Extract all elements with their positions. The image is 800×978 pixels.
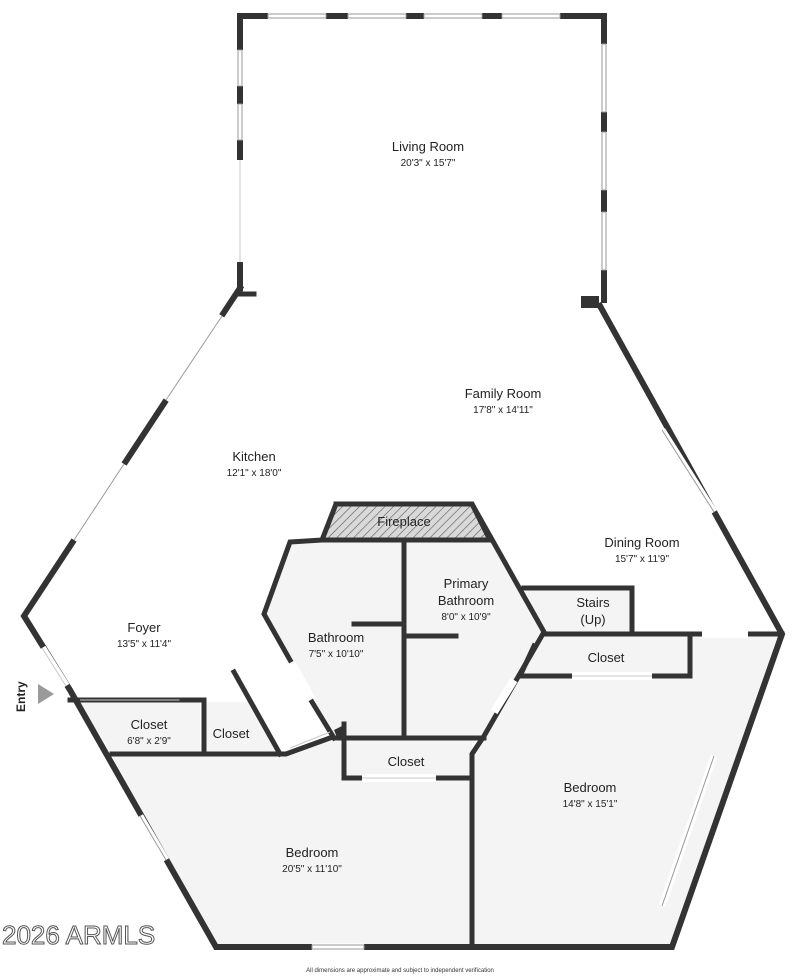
primary-bath-door-gap bbox=[490, 677, 518, 715]
bedroom-left-floor bbox=[112, 740, 472, 947]
room-dims: 12'1" x 18'0" bbox=[227, 468, 282, 479]
bath-corner-post bbox=[334, 724, 346, 740]
room-kitchen: Kitchen 12'1" x 18'0" bbox=[227, 449, 282, 479]
room-name-line1: Primary bbox=[444, 576, 489, 591]
watermark: 2026 ARMLS bbox=[2, 920, 155, 950]
room-bathroom: Bathroom 7'5" x 10'10" bbox=[308, 630, 364, 660]
entry-door-line bbox=[41, 647, 67, 687]
closet-foyer-floor bbox=[78, 702, 200, 754]
living-room-post-right bbox=[581, 296, 599, 308]
entry-arrow-icon bbox=[38, 684, 54, 704]
closet-center-floor bbox=[345, 740, 472, 778]
room-dims: 13'5" x 11'4" bbox=[117, 639, 172, 650]
room-dims: 17'8" x 14'11" bbox=[473, 405, 533, 416]
closet-right-label: Closet bbox=[588, 650, 625, 665]
room-dims: 20'5" x 11'10" bbox=[282, 864, 342, 875]
room-name: Foyer bbox=[127, 620, 161, 635]
room-family-room: Family Room 17'8" x 14'11" bbox=[465, 386, 542, 416]
living-room-nook-left bbox=[237, 259, 257, 297]
stairs-walls bbox=[521, 585, 635, 635]
closet-right-floor bbox=[522, 636, 688, 676]
closet-small-label: Closet bbox=[213, 726, 250, 741]
room-dining-room: Dining Room 15'7" x 11'9" bbox=[604, 535, 679, 565]
bath-door-gap bbox=[288, 662, 316, 702]
room-name-line2: Bathroom bbox=[438, 593, 494, 608]
stairs-label-line2: (Up) bbox=[580, 612, 605, 627]
room-bedroom-left: Bedroom 20'5" x 11'10" bbox=[282, 845, 342, 875]
closet-center-label: Closet bbox=[388, 754, 425, 769]
windows-diagonal bbox=[71, 314, 718, 951]
room-dims: 8'0" x 10'9" bbox=[441, 612, 491, 623]
room-name: Closet bbox=[131, 717, 168, 732]
room-primary-bathroom: Primary Bathroom 8'0" x 10'9" bbox=[438, 576, 494, 623]
windows-living-right bbox=[600, 43, 608, 271]
foyer-south-wall bbox=[109, 734, 334, 757]
room-name: Bedroom bbox=[286, 845, 339, 860]
room-name: Bedroom bbox=[564, 780, 617, 795]
room-name: Kitchen bbox=[232, 449, 275, 464]
disclaimer-footer: All dimensions are approximate and subje… bbox=[306, 968, 494, 974]
room-name: Bathroom bbox=[308, 630, 364, 645]
bathroom-floor bbox=[264, 542, 404, 736]
stairs-label-line1: Stairs bbox=[576, 595, 610, 610]
bedroom-right-floor bbox=[472, 636, 780, 947]
room-closet-foyer: Closet 6'8" x 2'9" bbox=[127, 717, 171, 747]
bath-core-left-lower bbox=[308, 698, 338, 742]
bath-threshold bbox=[289, 731, 331, 749]
bath-core-left bbox=[261, 537, 325, 664]
room-dims: 15'7" x 11'9" bbox=[615, 554, 670, 565]
room-bedroom-right: Bedroom 14'8" x 15'1" bbox=[563, 780, 618, 810]
entry-label: Entry bbox=[14, 681, 28, 712]
room-dims: 7'5" x 10'10" bbox=[309, 649, 364, 660]
fireplace-label: Fireplace bbox=[377, 514, 430, 529]
closet-small-floor bbox=[204, 702, 278, 754]
room-dims: 14'8" x 15'1" bbox=[563, 799, 618, 810]
room-name: Dining Room bbox=[604, 535, 679, 550]
room-dims: 6'8" x 2'9" bbox=[127, 736, 171, 747]
room-living-room: Living Room 20'3" x 15'7" bbox=[392, 139, 464, 169]
room-dims: 20'3" x 15'7" bbox=[401, 158, 456, 169]
room-foyer: Foyer 13'5" x 11'4" bbox=[117, 620, 172, 650]
stairs-floor bbox=[524, 588, 632, 632]
room-name: Living Room bbox=[392, 139, 464, 154]
room-name: Family Room bbox=[465, 386, 542, 401]
windows-top bbox=[267, 12, 561, 20]
windows-living-left bbox=[236, 49, 244, 262]
closet-small-walls bbox=[230, 668, 284, 758]
